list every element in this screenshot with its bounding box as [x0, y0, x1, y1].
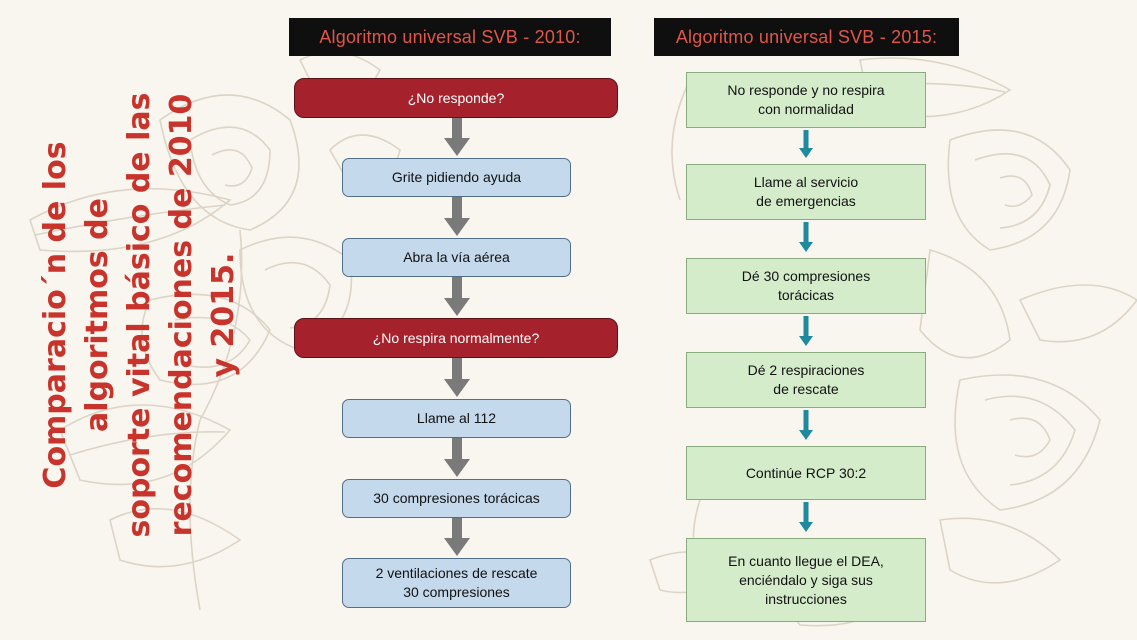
step-2010-abra-via-aerea: Abra la vía aérea: [342, 238, 571, 277]
step-2010-llame-112: Llame al 112: [342, 399, 571, 438]
side-title-line-1: Comparacio´n de los algoritmos de: [38, 141, 115, 489]
side-title-line-3: recomendaciones de 2010 y 2015.: [164, 93, 241, 537]
step-2010-ventilaciones: 2 ventilaciones de rescate 30 compresion…: [342, 558, 571, 608]
step-2010-compresiones: 30 compresiones torácicas: [342, 479, 571, 518]
step-2010-no-respira: ¿No respira normalmente?: [294, 318, 618, 358]
step-2015-compresiones: Dé 30 compresiones torácicas: [686, 258, 926, 314]
header-2015: Algoritmo universal SVB - 2015:: [654, 18, 959, 56]
side-title: Comparacio´n de los algoritmos de soport…: [38, 80, 241, 550]
arrow-2015-2: [799, 222, 813, 252]
arrow-2015-1: [799, 130, 813, 158]
arrow-2010-2: [444, 197, 470, 236]
arrow-2010-5: [444, 438, 470, 477]
step-2015-llame-servicio: Llame al servicio de emergencias: [686, 164, 926, 220]
step-2015-continue-rcp: Continúe RCP 30:2: [686, 446, 926, 500]
step-2015-no-responde: No responde y no respira con normalidad: [686, 72, 926, 128]
header-2010: Algoritmo universal SVB - 2010:: [289, 18, 611, 56]
arrow-2010-1: [444, 118, 470, 156]
arrow-2010-3: [444, 277, 470, 316]
step-2015-dea: En cuanto llegue el DEA, enciéndalo y si…: [686, 538, 926, 622]
arrow-2015-5: [799, 502, 813, 532]
arrow-2015-3: [799, 316, 813, 346]
side-title-line-2: soporte vital básico de las: [122, 92, 157, 538]
step-2010-grite-ayuda: Grite pidiendo ayuda: [342, 158, 571, 197]
arrow-2010-4: [444, 358, 470, 397]
step-2010-no-responde: ¿No responde?: [294, 78, 618, 118]
arrow-2015-4: [799, 410, 813, 440]
step-2015-respiraciones: Dé 2 respiraciones de rescate: [686, 352, 926, 408]
arrow-2010-6: [444, 518, 470, 556]
